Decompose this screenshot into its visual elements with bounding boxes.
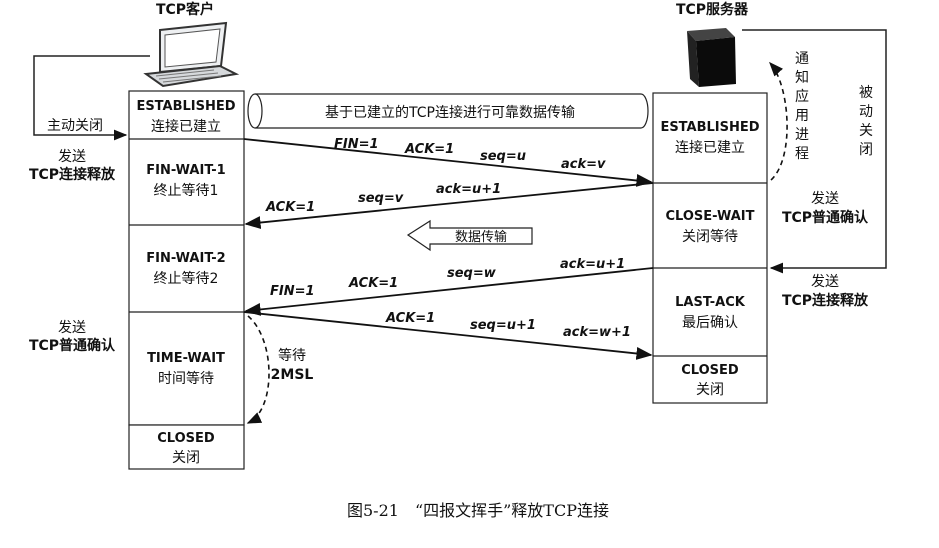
- svg-text:通: 通: [795, 51, 809, 67]
- server-state-closed: CLOSED 关闭: [681, 363, 739, 398]
- client-state-fin-wait-2: FIN-WAIT-2 终止等待2: [146, 251, 225, 287]
- svg-text:TCP连接释放: TCP连接释放: [29, 166, 116, 183]
- svg-text:终止等待1: 终止等待1: [154, 182, 219, 199]
- svg-text:关闭: 关闭: [696, 382, 724, 398]
- svg-text:动: 动: [859, 104, 873, 120]
- svg-text:ack=v: ack=v: [561, 157, 606, 172]
- svg-text:TCP普通确认: TCP普通确认: [782, 209, 869, 226]
- svg-text:知: 知: [795, 69, 809, 86]
- notify-app-arrow: [769, 61, 788, 181]
- client-state-closed: CLOSED 关闭: [157, 431, 215, 466]
- svg-text:ack=u+1: ack=u+1: [560, 257, 625, 272]
- left-send-ack-label: 发送 TCP普通确认: [29, 320, 116, 354]
- svg-text:FIN-WAIT-2: FIN-WAIT-2: [146, 251, 225, 266]
- svg-text:seq=w: seq=w: [447, 266, 497, 281]
- figure-caption: 图5-21 “四报文挥手”释放TCP连接: [347, 501, 609, 520]
- svg-text:数据传输: 数据传输: [455, 229, 507, 245]
- right-send-release-label: 发送 TCP连接释放: [782, 274, 869, 309]
- svg-text:发送: 发送: [811, 274, 839, 290]
- wait-2msl-arrow: [246, 315, 270, 424]
- client-state-fin-wait-1: FIN-WAIT-1 终止等待1: [146, 163, 225, 199]
- server-state-close-wait: CLOSE-WAIT 关闭等待: [666, 209, 755, 245]
- svg-text:FIN=1: FIN=1: [334, 137, 379, 152]
- client-state-time-wait: TIME-WAIT 时间等待: [147, 351, 225, 387]
- svg-text:ack=w+1: ack=w+1: [563, 325, 631, 340]
- svg-text:关: 关: [859, 123, 873, 139]
- server-title: TCP服务器: [676, 1, 749, 18]
- segment-ack-1: ACK=1 seq=v ack=u+1: [244, 182, 654, 229]
- svg-text:ESTABLISHED: ESTABLISHED: [136, 99, 235, 114]
- svg-text:ack=u+1: ack=u+1: [436, 182, 501, 197]
- segment-fin-1: FIN=1 ACK=1 seq=u ack=v: [243, 137, 653, 187]
- svg-text:FIN=1: FIN=1: [270, 284, 315, 299]
- svg-text:ACK=1: ACK=1: [265, 200, 315, 215]
- svg-text:最后确认: 最后确认: [682, 315, 738, 331]
- svg-text:程: 程: [795, 146, 809, 162]
- passive-close-connector: [742, 29, 887, 274]
- left-send-release-label: 发送 TCP连接释放: [29, 149, 116, 183]
- notify-app-label: 通 知 应 用 进 程: [795, 51, 809, 162]
- svg-text:ACK=1: ACK=1: [404, 142, 454, 157]
- svg-text:关闭: 关闭: [172, 450, 200, 466]
- wait-2msl-label: 等待 2MSL: [271, 347, 314, 383]
- svg-text:LAST-ACK: LAST-ACK: [675, 295, 746, 310]
- svg-text:基于已建立的TCP连接进行可靠数据传输: 基于已建立的TCP连接进行可靠数据传输: [325, 104, 575, 121]
- svg-text:FIN-WAIT-1: FIN-WAIT-1: [146, 163, 225, 178]
- server-state-established: ESTABLISHED 连接已建立: [660, 120, 759, 156]
- svg-text:应: 应: [795, 88, 809, 105]
- svg-text:seq=v: seq=v: [358, 191, 404, 206]
- svg-text:ACK=1: ACK=1: [348, 276, 398, 291]
- svg-text:TCP普通确认: TCP普通确认: [29, 337, 116, 354]
- laptop-icon: [143, 21, 240, 88]
- svg-text:seq=u+1: seq=u+1: [470, 318, 536, 333]
- segment-fin-2: FIN=1 ACK=1 seq=w ack=u+1: [244, 257, 654, 316]
- segment-ack-2: ACK=1 seq=u+1 ack=w+1: [243, 311, 653, 360]
- svg-text:2MSL: 2MSL: [271, 367, 314, 383]
- svg-text:用: 用: [795, 108, 809, 124]
- client-title: TCP客户: [156, 1, 214, 18]
- svg-text:闭: 闭: [859, 142, 873, 158]
- svg-text:ESTABLISHED: ESTABLISHED: [660, 120, 759, 135]
- server-icon: [687, 28, 736, 87]
- active-close-label: 主动关闭: [47, 118, 103, 134]
- svg-text:被: 被: [859, 85, 873, 101]
- svg-text:CLOSED: CLOSED: [681, 363, 739, 378]
- svg-text:等待: 等待: [278, 347, 306, 364]
- svg-text:发送: 发送: [58, 320, 86, 336]
- svg-text:ACK=1: ACK=1: [385, 311, 435, 326]
- svg-text:CLOSE-WAIT: CLOSE-WAIT: [666, 209, 755, 224]
- svg-text:连接已建立: 连接已建立: [151, 118, 221, 135]
- svg-text:连接已建立: 连接已建立: [675, 139, 745, 156]
- svg-text:进: 进: [795, 127, 809, 143]
- svg-text:终止等待2: 终止等待2: [154, 270, 219, 287]
- client-state-column: [128, 90, 245, 470]
- server-state-last-ack: LAST-ACK 最后确认: [675, 295, 746, 331]
- svg-text:发送: 发送: [811, 191, 839, 207]
- svg-text:CLOSED: CLOSED: [157, 431, 215, 446]
- passive-close-label: 被 动 关 闭: [859, 85, 873, 158]
- server-state-column: [652, 92, 768, 404]
- svg-text:关闭等待: 关闭等待: [682, 228, 738, 245]
- client-state-established: ESTABLISHED 连接已建立: [136, 99, 235, 135]
- data-transfer-banner: 基于已建立的TCP连接进行可靠数据传输: [247, 93, 649, 129]
- right-send-ack-label: 发送 TCP普通确认: [782, 191, 869, 226]
- svg-text:TIME-WAIT: TIME-WAIT: [147, 351, 225, 366]
- svg-text:时间等待: 时间等待: [158, 370, 214, 387]
- svg-text:发送: 发送: [58, 149, 86, 165]
- data-transfer-arrow: 数据传输: [406, 219, 533, 252]
- svg-text:seq=u: seq=u: [480, 149, 526, 164]
- svg-text:TCP连接释放: TCP连接释放: [782, 292, 869, 309]
- active-close-connector: [33, 55, 150, 141]
